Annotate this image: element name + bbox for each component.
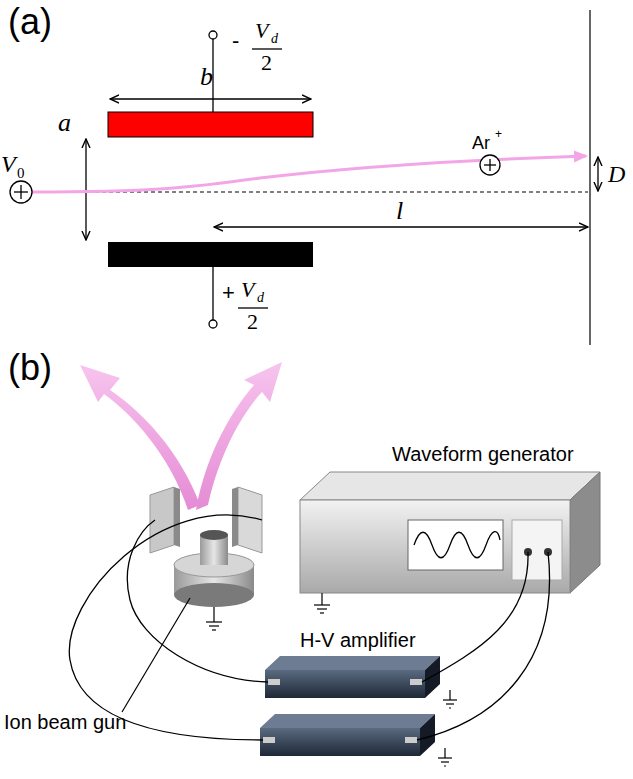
device-label: Ion beam gun <box>4 712 126 732</box>
denominator: 2 <box>261 52 272 74</box>
device-label: H-V amplifier <box>300 630 416 650</box>
subscript: d <box>257 291 264 305</box>
dimension-label: D <box>608 162 625 186</box>
voltage-symbol: V <box>1 152 16 176</box>
dimension-label: b <box>200 64 213 90</box>
sign: + <box>222 282 235 304</box>
sign: - <box>232 30 239 52</box>
ion-label: Ar <box>472 134 490 152</box>
subscript: 0 <box>17 166 25 181</box>
voltage-symbol: V <box>241 279 254 301</box>
panel-label: (b) <box>8 350 52 386</box>
dimension-label: l <box>396 198 403 224</box>
panel-label: (a) <box>8 4 52 40</box>
dimension-label: a <box>58 110 71 136</box>
device-label: Waveform generator <box>392 444 574 464</box>
voltage-symbol: V <box>255 20 268 42</box>
superscript: + <box>495 128 502 140</box>
denominator: 2 <box>247 311 258 333</box>
subscript: d <box>271 32 278 46</box>
